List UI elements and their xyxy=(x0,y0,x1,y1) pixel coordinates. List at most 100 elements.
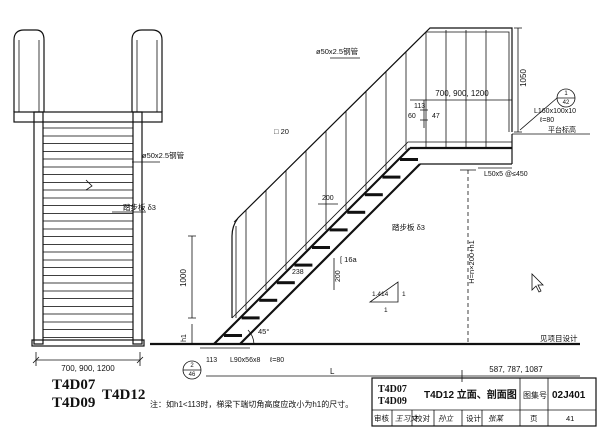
section-step xyxy=(329,228,348,232)
left-handrail-right xyxy=(131,29,163,112)
note-text: 注：如h1<113时，梯梁下端切角高度应改小为h1的尺寸。 xyxy=(150,399,353,409)
section-tread-label: 踏步板 δ3 xyxy=(392,222,425,232)
dim-238: 238 xyxy=(292,269,304,276)
front-width-ticks xyxy=(32,356,144,364)
detail-1-leader xyxy=(519,97,558,131)
plate-label: L50x5 @≤450 xyxy=(484,171,528,178)
section-step xyxy=(364,193,383,197)
left-handrail-left xyxy=(13,29,45,112)
detail-no-1: 1 xyxy=(564,91,568,97)
top-handrail xyxy=(237,27,513,219)
front-tread xyxy=(42,251,134,261)
top-pipe-label: ø50x2.5钢管 xyxy=(316,46,359,56)
slope-unit2: 1 xyxy=(384,307,388,314)
left-handrail-inner2 xyxy=(136,40,158,112)
platform-level-label: 平台标高 xyxy=(548,125,576,134)
title-block-frame xyxy=(371,377,597,427)
section-step xyxy=(259,298,278,302)
tb-row1-a: T4D07 xyxy=(378,384,407,395)
tb-check-label: 校对 xyxy=(415,413,430,423)
front-tread xyxy=(42,174,134,183)
title-block: T4D07 T4D09 T4D12 立面、剖面图 图集号 02J401 审核 王… xyxy=(371,377,597,427)
tb-atlas-label: 图集号 xyxy=(523,390,547,400)
slope-text: 1.414 xyxy=(372,291,389,298)
dim-113-bottom: 113 xyxy=(206,357,217,364)
height-label: H=n×200+h1 xyxy=(467,240,476,284)
base-angle-label: L90x56x8 xyxy=(230,357,260,364)
section-steps xyxy=(224,158,418,337)
slope-triangle xyxy=(368,281,399,303)
h1-label: h1 xyxy=(181,334,188,342)
tb-design-label: 设计 xyxy=(466,413,481,423)
channel-label: [ 16a xyxy=(340,255,358,264)
left-handrail-inner xyxy=(18,40,40,112)
handrail-bottom-post xyxy=(231,217,239,318)
baluster-label: □ 20 xyxy=(274,127,289,136)
section-step xyxy=(312,246,330,249)
front-tread xyxy=(42,282,134,292)
section-step xyxy=(400,158,418,161)
dim-1000: 1000 xyxy=(179,269,188,287)
front-tread xyxy=(42,267,134,276)
dim-1050-line xyxy=(514,27,522,133)
detail-ref-2: 46 xyxy=(189,372,196,378)
cursor-icon xyxy=(531,273,544,293)
front-tread xyxy=(42,220,134,230)
tb-check-sig: 孙立 xyxy=(438,414,454,423)
front-tread xyxy=(42,158,134,168)
angle-label: L160x100x10 xyxy=(534,108,576,115)
section-step xyxy=(241,316,260,320)
tb-review-sig: 王习文 xyxy=(395,414,419,423)
front-tread-label: 踏步板 δ3 xyxy=(123,202,156,212)
variant-c: T4D12 xyxy=(102,387,145,403)
front-tread xyxy=(42,189,134,199)
detail-no-2: 2 xyxy=(190,363,194,369)
section-step xyxy=(224,334,242,337)
dim-1000-line xyxy=(188,235,196,319)
dim-200-b: 200 xyxy=(335,270,342,282)
section-step xyxy=(382,175,401,179)
tb-design-sig: 张某 xyxy=(488,414,504,423)
front-tread xyxy=(42,205,134,214)
front-tread xyxy=(42,313,134,323)
break-mark xyxy=(85,179,93,191)
front-tread xyxy=(42,298,134,307)
angle-deg: 45° xyxy=(258,327,269,336)
section-step xyxy=(294,263,313,267)
tb-drawing-title: T4D12 立面、剖面图 xyxy=(424,388,517,401)
slope-unit: 1 xyxy=(402,291,406,298)
angle-arc xyxy=(247,329,255,345)
small-dims xyxy=(420,100,428,128)
bottom-dim: 587, 787, 1087 xyxy=(489,365,543,374)
stringer-bottom-edge xyxy=(239,163,421,345)
front-tread xyxy=(42,127,134,137)
variant-b: T4D09 xyxy=(52,395,95,411)
section-elevation: 1050 700, 900, 1200 113 60 47 1 42 L160x… xyxy=(150,27,590,382)
angle-length: ℓ=80 xyxy=(539,117,554,124)
base-angle-length: ℓ=80 xyxy=(269,357,284,364)
top-handrail-inner xyxy=(233,31,510,223)
section-step xyxy=(347,210,366,214)
dim-47: 47 xyxy=(432,113,440,120)
mid-rail xyxy=(231,141,512,319)
platform-width-dim: 700, 900, 1200 xyxy=(435,89,489,98)
tb-page-no: 41 xyxy=(566,414,574,423)
front-pipe-label: ø50x2.5钢管 xyxy=(142,150,185,160)
tb-review-label: 审核 xyxy=(374,413,389,423)
dim-60: 60 xyxy=(408,113,416,120)
front-tread xyxy=(42,236,134,245)
height-dim-ext xyxy=(460,169,476,345)
balusters xyxy=(245,30,487,310)
dim-113: 113 xyxy=(414,103,425,110)
tb-page-label: 页 xyxy=(530,414,538,423)
dim-200-a: 200 xyxy=(322,195,334,202)
left-stringer xyxy=(33,111,44,345)
variant-a: T4D07 xyxy=(52,377,96,393)
detail-ref-1: 42 xyxy=(563,100,570,106)
ground-label: 见项目设计 xyxy=(540,333,578,343)
front-elevation: ø50x2.5钢管 踏步板 δ3 700, 900, 1200 xyxy=(13,29,185,373)
right-stringer xyxy=(132,111,143,345)
front-width-dim: 700, 900, 1200 xyxy=(61,364,115,373)
